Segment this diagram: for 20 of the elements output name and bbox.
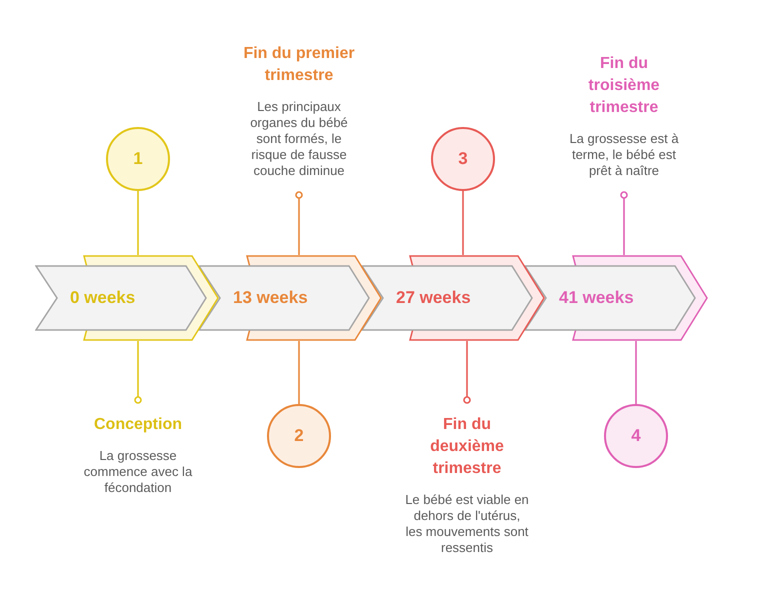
connector-line [620, 191, 628, 255]
stage-title: Fin du deuxième trimestre [429, 415, 505, 479]
stage-description: La grossesse est à terme, le bébé est prêt à naître [568, 131, 680, 179]
connector-line [462, 191, 464, 255]
stage-title: Fin du troisième trimestre [587, 54, 661, 118]
stage-description: Le bébé est viable en dehors de l'utérus, les mouvements sont ressentis [404, 492, 530, 556]
stage-title: Conception [93, 415, 183, 435]
connector-line [134, 341, 142, 404]
connector-line [137, 191, 139, 255]
connector-line [463, 341, 471, 404]
connector-line [295, 191, 303, 255]
stage-description: Les principaux organes du bébé sont formés, le risque de fausse couche diminue [249, 99, 349, 179]
stage-title: Fin du premier trimestre [242, 44, 356, 86]
week-label: 27 weeks [396, 287, 471, 310]
week-label: 0 weeks [70, 287, 136, 310]
stage-description: La grossesse commence avec la fécondation [82, 448, 194, 496]
week-label: 41 weeks [559, 287, 634, 310]
connector-line [298, 341, 300, 404]
connector-line [635, 341, 637, 404]
week-label: 13 weeks [233, 287, 308, 310]
